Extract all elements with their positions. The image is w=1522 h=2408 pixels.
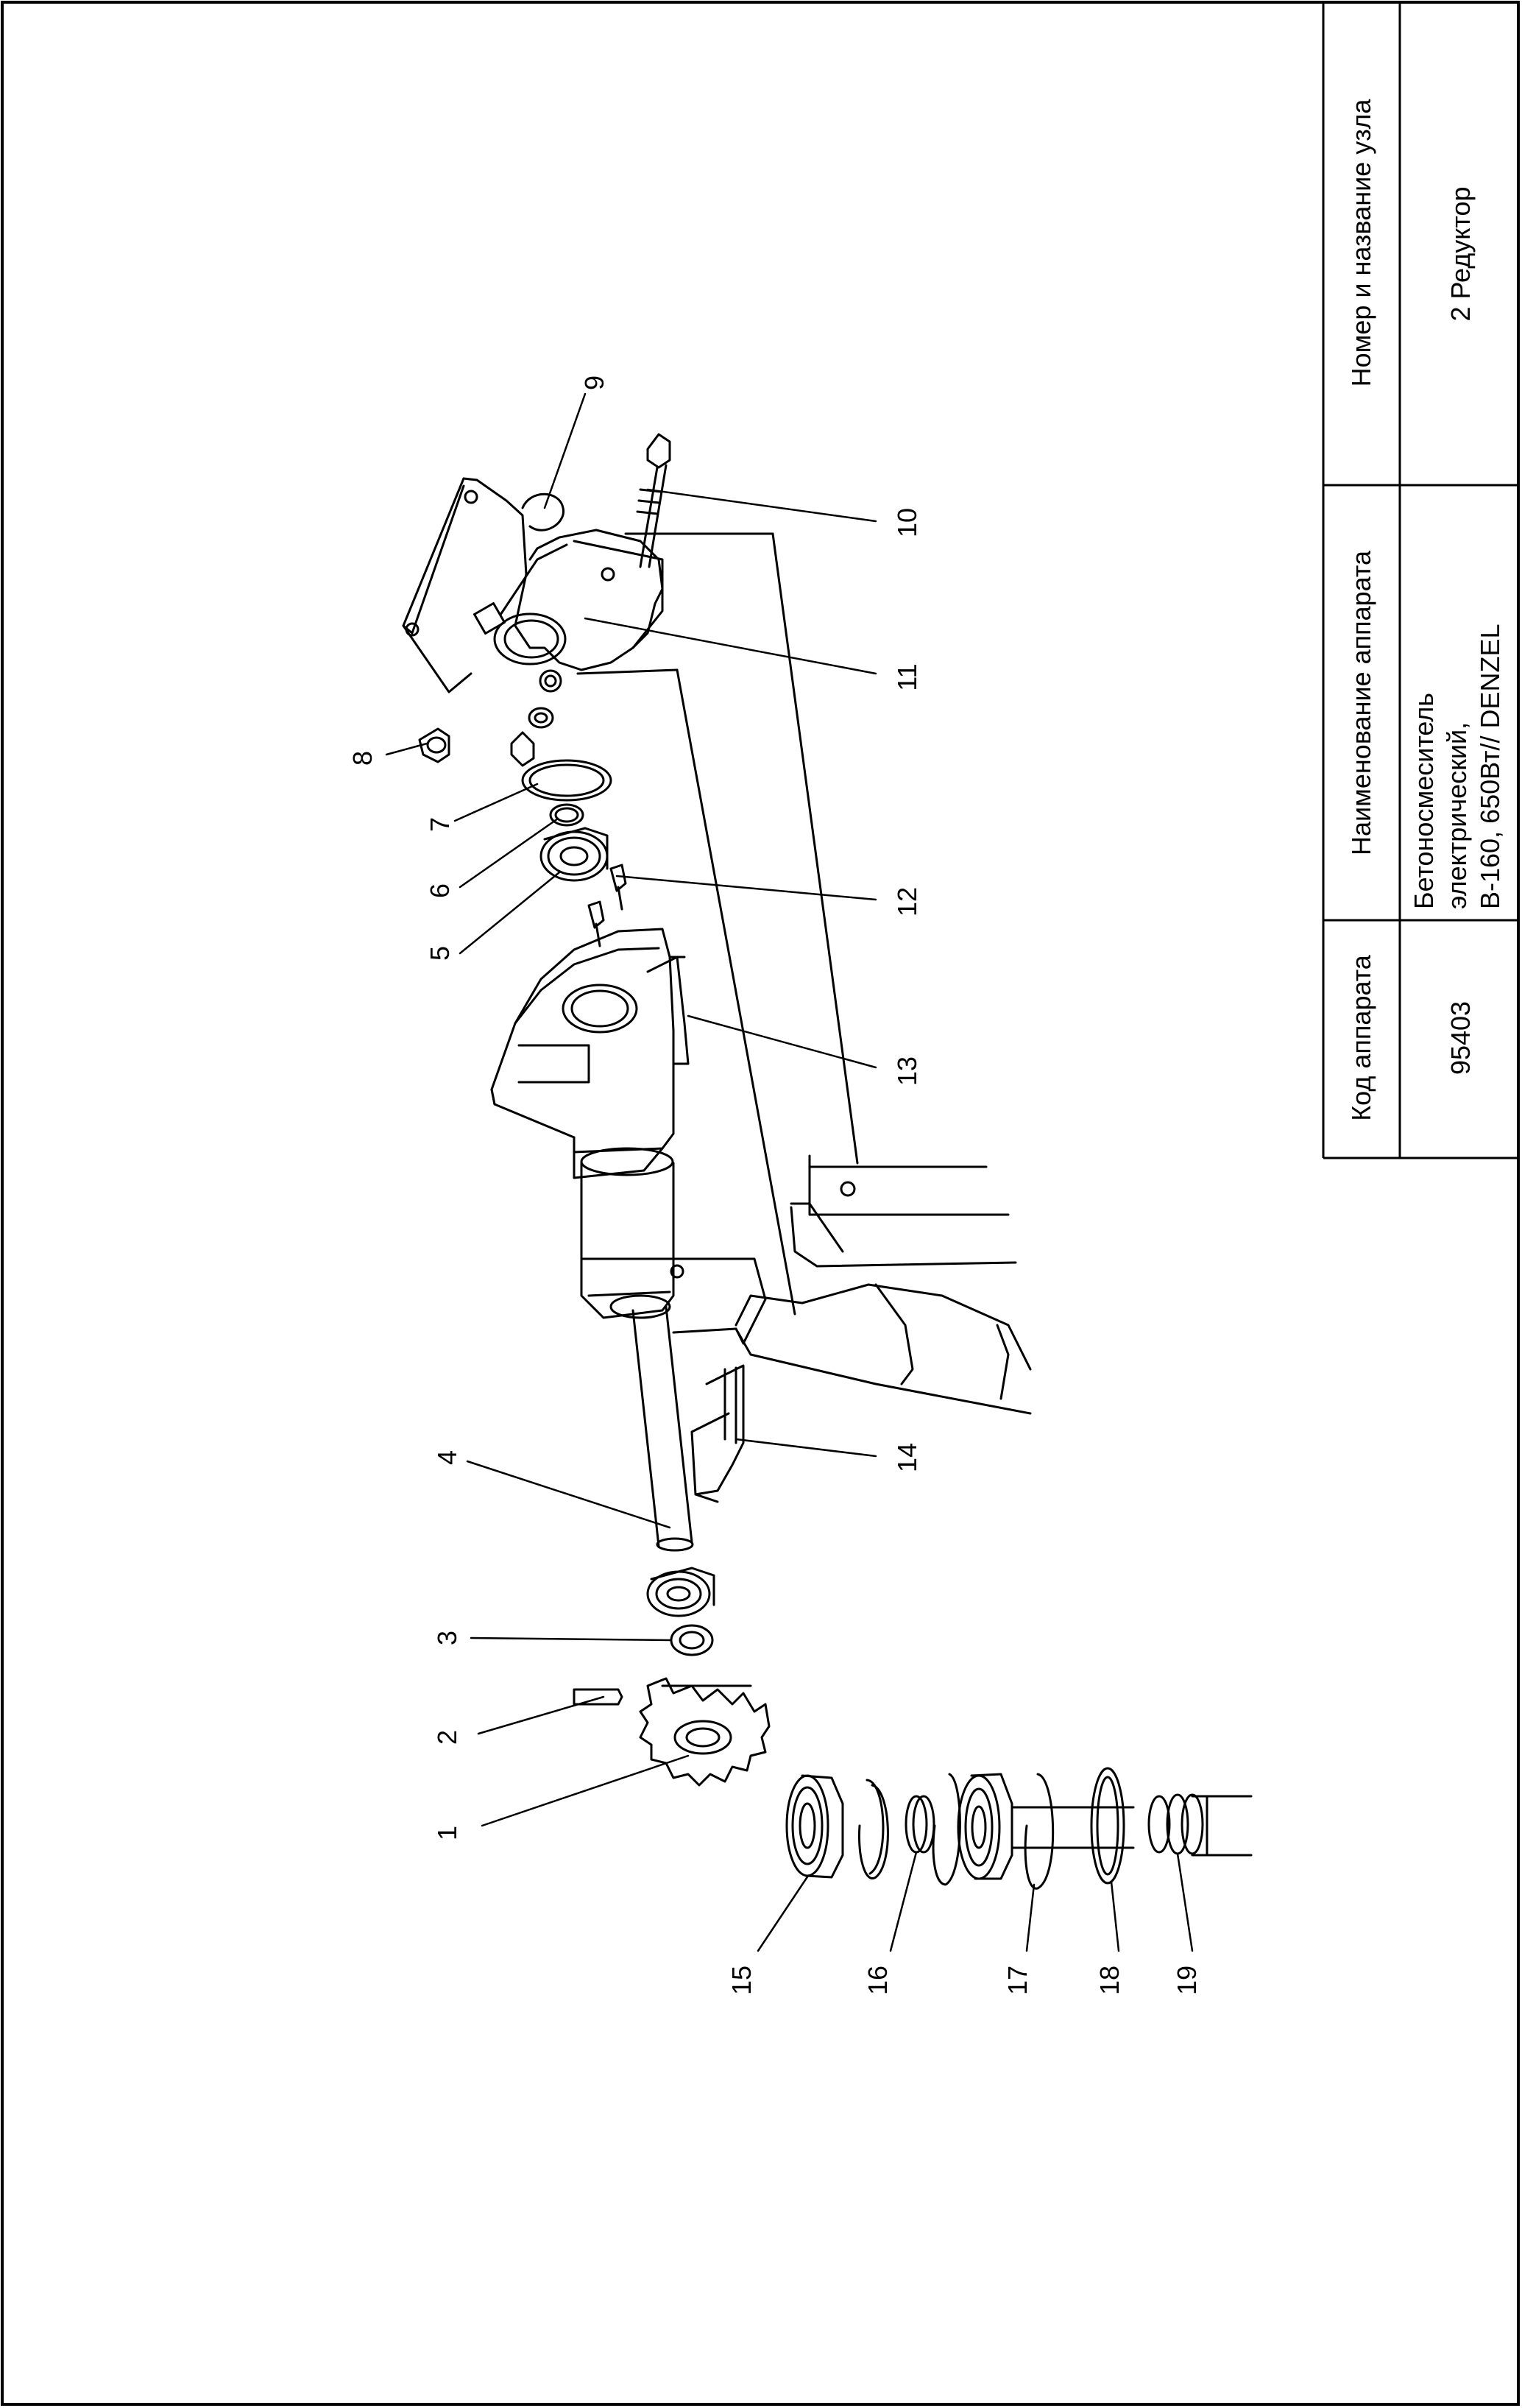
callout-8: 8 [347,751,378,766]
callout-14: 14 [892,1443,922,1472]
name-line-2: электрический, [1442,722,1472,909]
mixer-frame [576,532,1032,1415]
callout-4: 4 [432,1450,462,1465]
callout-18: 18 [1094,1966,1125,1995]
callout-16: 16 [863,1966,893,1995]
lower-bearing-bushing [646,1567,715,1656]
unit-header: Номер и название узла [1346,99,1376,387]
pin-part-2 [573,1688,623,1706]
name-line-3: B-160, 650Вт// DENZEL [1475,624,1505,909]
bracket-part-11 [402,477,664,693]
callout-15: 15 [726,1966,757,1995]
callout-1: 1 [432,1826,462,1840]
callout-3: 3 [432,1631,462,1645]
output-assembly [785,1767,1253,1890]
code-header: Код аппарата [1346,954,1376,1121]
callout-12: 12 [892,887,922,917]
callout-19: 19 [1172,1966,1202,1995]
exploded-drawing [385,392,1253,1952]
callout-13: 13 [892,1056,922,1086]
callout-10: 10 [892,508,922,537]
gearbox-housing [490,928,767,1345]
callout-2: 2 [432,1730,462,1745]
callout-17: 17 [1002,1966,1033,1995]
bolt-part-10 [636,433,671,568]
callout-11: 11 [892,663,922,691]
callout-7: 7 [425,817,455,832]
title-block-text: Номер и название узла 2 Редуктор Наимено… [1346,99,1505,1121]
gear-part-1 [639,1677,771,1787]
shaft-part-4 [631,1305,694,1552]
leader-lines [385,392,1194,1952]
name-line-1: Бетоносмеситель [1409,693,1439,909]
unit-value: 2 Редуктор [1445,187,1476,322]
title-block [1322,2,1518,1159]
callout-9: 9 [579,375,609,390]
name-header: Наименование аппарата [1346,550,1376,855]
code-value: 95403 [1445,1001,1476,1075]
callout-5: 5 [425,946,455,961]
plate-part-14 [690,1364,745,1503]
callout-6: 6 [425,883,455,898]
callout-labels: 1 2 3 4 5 6 7 8 9 10 11 12 13 14 15 16 1… [347,375,1202,1995]
small-hardware [418,669,627,947]
